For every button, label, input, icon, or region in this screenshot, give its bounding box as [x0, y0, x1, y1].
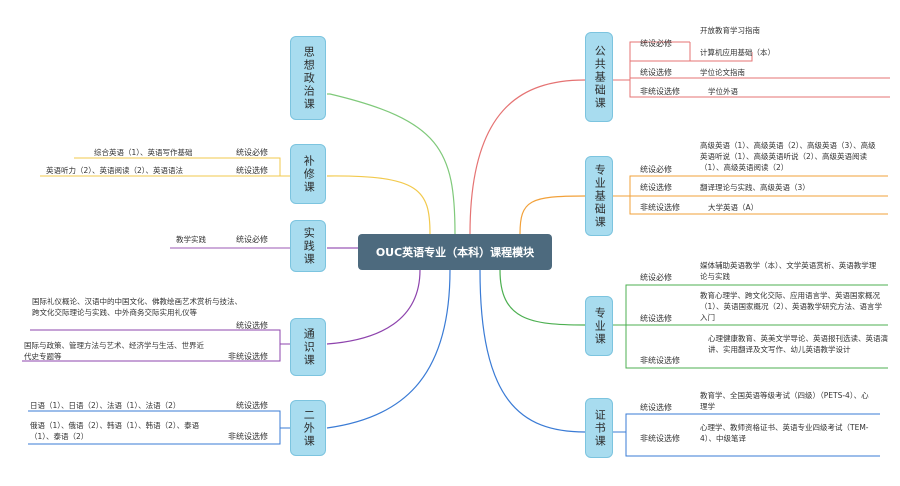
supplement-required-text: 综合英语（1）、英语写作基础 [94, 148, 193, 157]
public-required-item-1: 开放教育学习指南 [700, 26, 760, 35]
general-elective-text: 国际礼仪概论、汉语中的中国文化、佛教绘画艺术赏析与技法、跨文化交际理论与实践、中… [32, 297, 242, 317]
second-language-elective-text: 日语（1）、日语（2）、法语（1）、法语（2） [30, 401, 181, 410]
branch-politics[interactable]: 思想政治课 [290, 36, 326, 120]
certificate-non-text: 心理学、教师资格证书、英语专业四级考试（TEM-4）、中级笔译 [700, 423, 869, 443]
supplement-required-label: 统设必修 [236, 148, 268, 157]
general-elective-label: 统设选修 [236, 321, 268, 330]
branch-certificate[interactable]: 证书课 [585, 398, 613, 458]
major-elective-label: 统设选修 [640, 314, 672, 323]
second-language-elective-label: 统设选修 [236, 401, 268, 410]
branch-practice[interactable]: 实践课 [290, 220, 326, 272]
major-basic-elective-label: 统设选修 [640, 183, 672, 192]
branch-general[interactable]: 通识课 [290, 318, 326, 376]
branch-second-language[interactable]: 二外课 [290, 400, 326, 456]
second-language-non-label: 非统设选修 [228, 432, 268, 441]
major-basic-required-label: 统设必修 [640, 165, 672, 174]
certificate-elective-text: 教育学、全国英语等级考试（四级）（PETS-4）、心理学 [700, 391, 869, 411]
major-basic-elective-text: 翻译理论与实践、高级英语（3） [700, 183, 810, 192]
public-elective-label: 统设选修 [640, 68, 672, 77]
major-required-text: 媒体辅助英语教学（本）、文学英语赏析、英语教学理论与实践 [700, 261, 877, 281]
certificate-non-label: 非统设选修 [640, 434, 680, 443]
major-basic-non-text: 大学英语（A） [708, 203, 759, 212]
branch-public-basic[interactable]: 公共基础课 [585, 32, 613, 122]
major-basic-non-label: 非统设选修 [640, 203, 680, 212]
major-non-text: 心理健康教育、英美文学导论、英语报刊选读、英语演讲、实用翻译及文写作、幼儿英语教… [708, 334, 888, 354]
major-non-label: 非统设选修 [640, 356, 680, 365]
second-language-non-text: 俄语（1）、俄语（2）、韩语（1）、韩语（2）、泰语（1）、泰语（2） [30, 421, 200, 441]
supplement-elective-text: 英语听力（2）、英语阅读（2）、英语语法 [46, 166, 184, 175]
branch-major[interactable]: 专业课 [585, 296, 613, 356]
major-required-label: 统设必修 [640, 273, 672, 282]
practice-required-label: 统设必修 [236, 235, 268, 244]
general-non-label: 非统设选修 [228, 352, 268, 361]
major-elective-text: 教育心理学、跨文化交际、应用语言学、英语国家概况（1）、英语国家概况（2）、英语… [700, 291, 883, 322]
central-topic[interactable]: OUC英语专业（本科）课程模块 [358, 234, 552, 270]
public-non-label: 非统设选修 [640, 87, 680, 96]
branch-major-basic[interactable]: 专业基础课 [585, 156, 613, 236]
major-basic-required-text: 高级英语（1）、高级英语（2）、高级英语（3）、高级英语听说（1）、高级英语听说… [700, 141, 876, 172]
public-elective-text: 学位论文指南 [700, 68, 745, 77]
supplement-elective-label: 统设选修 [236, 166, 268, 175]
practice-required-text: 教学实践 [176, 235, 206, 244]
general-non-text: 国际与政策、管理方法与艺术、经济学与生活、世界近代史专题等 [24, 341, 204, 361]
public-required-item-2: 计算机应用基础（本） [700, 48, 775, 57]
branch-supplement[interactable]: 补修课 [290, 144, 326, 204]
public-non-text: 学位外语 [708, 87, 738, 96]
certificate-elective-label: 统设选修 [640, 403, 672, 412]
public-required-label: 统设必修 [640, 39, 672, 48]
